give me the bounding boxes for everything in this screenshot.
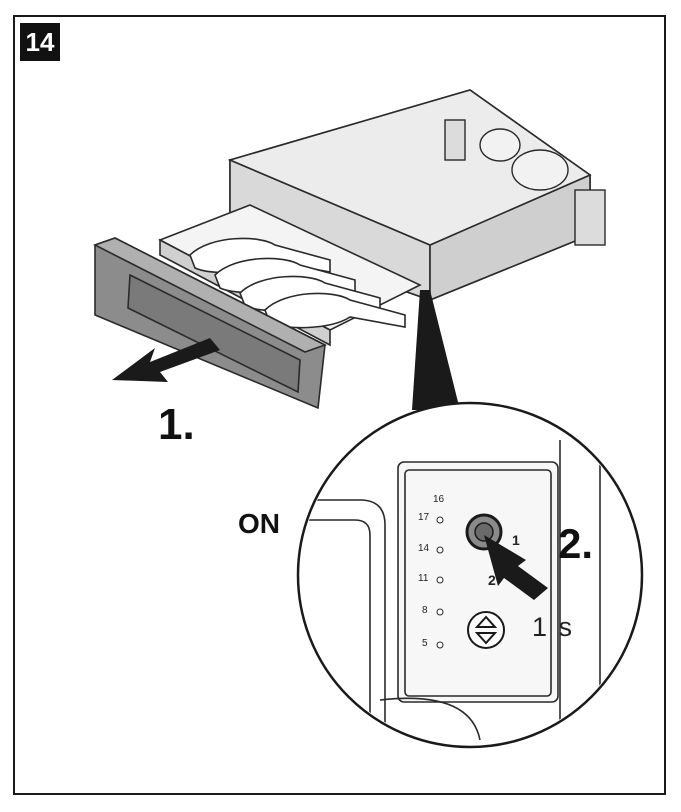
callout-pointer — [412, 290, 460, 410]
duration-label: 1 s — [532, 612, 575, 642]
button-mark-label: 2 — [488, 572, 496, 588]
compressor-parts — [444, 119, 606, 246]
temp-mark-label: 11 — [418, 573, 429, 584]
temp-mark-label: 8 — [422, 605, 428, 616]
step-2-label: 2. — [558, 520, 594, 567]
wine-bottles — [189, 237, 406, 329]
up-down-button[interactable] — [467, 611, 505, 649]
temp-mark-label: 17 — [418, 512, 430, 523]
press-arrow — [484, 535, 548, 600]
temperature-scale — [436, 516, 444, 649]
button-mark-label: 1 — [512, 532, 520, 548]
temp-mark-label: 5 — [422, 638, 428, 649]
magnified-control-panel — [296, 401, 644, 749]
step-1-label: 1. — [158, 400, 195, 449]
temp-mark-label: 16 — [433, 494, 445, 505]
temp-mark-label: 14 — [418, 543, 430, 554]
on-label: ON — [238, 508, 280, 539]
pull-arrow — [112, 338, 220, 382]
drawer — [92, 204, 422, 410]
step-number-badge: 14 — [20, 23, 60, 61]
